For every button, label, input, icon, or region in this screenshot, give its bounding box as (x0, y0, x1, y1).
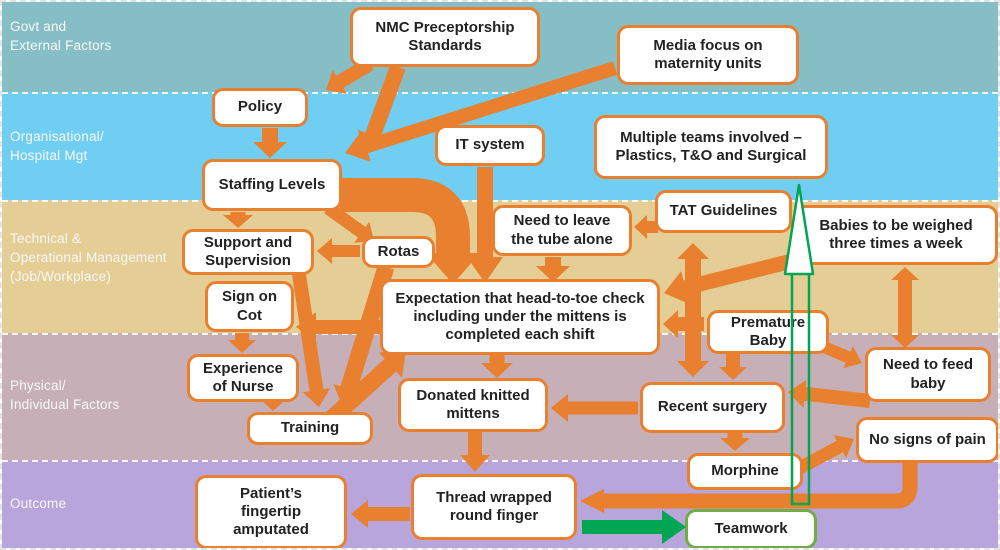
node-experience-nurse: Experience of Nurse (187, 354, 299, 402)
node-expectation: Expectation that head-to-toe check inclu… (380, 279, 660, 355)
node-donated-mittens: Donated knitted mittens (398, 378, 548, 432)
node-nmc-standards: NMC Preceptorship Standards (350, 7, 540, 67)
node-recent-surgery: Recent surgery (640, 382, 785, 433)
node-training: Training (247, 412, 373, 445)
band-label-organisational: Organisational/ Hospital Mgt (10, 129, 104, 163)
node-staffing-levels: Staffing Levels (202, 159, 342, 211)
node-media-focus: Media focus on maternity units (617, 25, 799, 85)
node-morphine: Morphine (687, 453, 803, 490)
node-sign-on-cot: Sign on Cot (205, 281, 294, 332)
node-premature-baby: Premature Baby (707, 310, 829, 354)
band-label-outcome: Outcome (10, 496, 67, 511)
node-support-supervision: Support and Supervision (182, 229, 314, 275)
node-need-feed-baby: Need to feed baby (865, 347, 991, 402)
node-need-leave-tube: Need to leave the tube alone (492, 205, 632, 256)
node-policy: Policy (212, 88, 308, 127)
node-rotas: Rotas (362, 236, 435, 268)
node-multiple-teams: Multiple teams involved – Plastics, T&O … (594, 115, 828, 179)
node-no-signs-pain: No signs of pain (856, 417, 998, 463)
node-it-system: IT system (435, 125, 545, 166)
node-thread-wrapped: Thread wrapped round finger (411, 474, 577, 540)
node-tat-guidelines: TAT Guidelines (655, 190, 792, 233)
band-label-govt: Govt and External Factors (10, 19, 112, 53)
node-patients-fingertip: Patient’s fingertip amputated (195, 475, 347, 548)
band-label-physical: Physical/ Individual Factors (10, 378, 120, 412)
band-label-technical: Technical & Operational Management (Job/… (10, 231, 167, 284)
node-babies-weighed: Babies to be weighed three times a week (794, 205, 998, 265)
node-teamwork: Teamwork (685, 509, 817, 548)
